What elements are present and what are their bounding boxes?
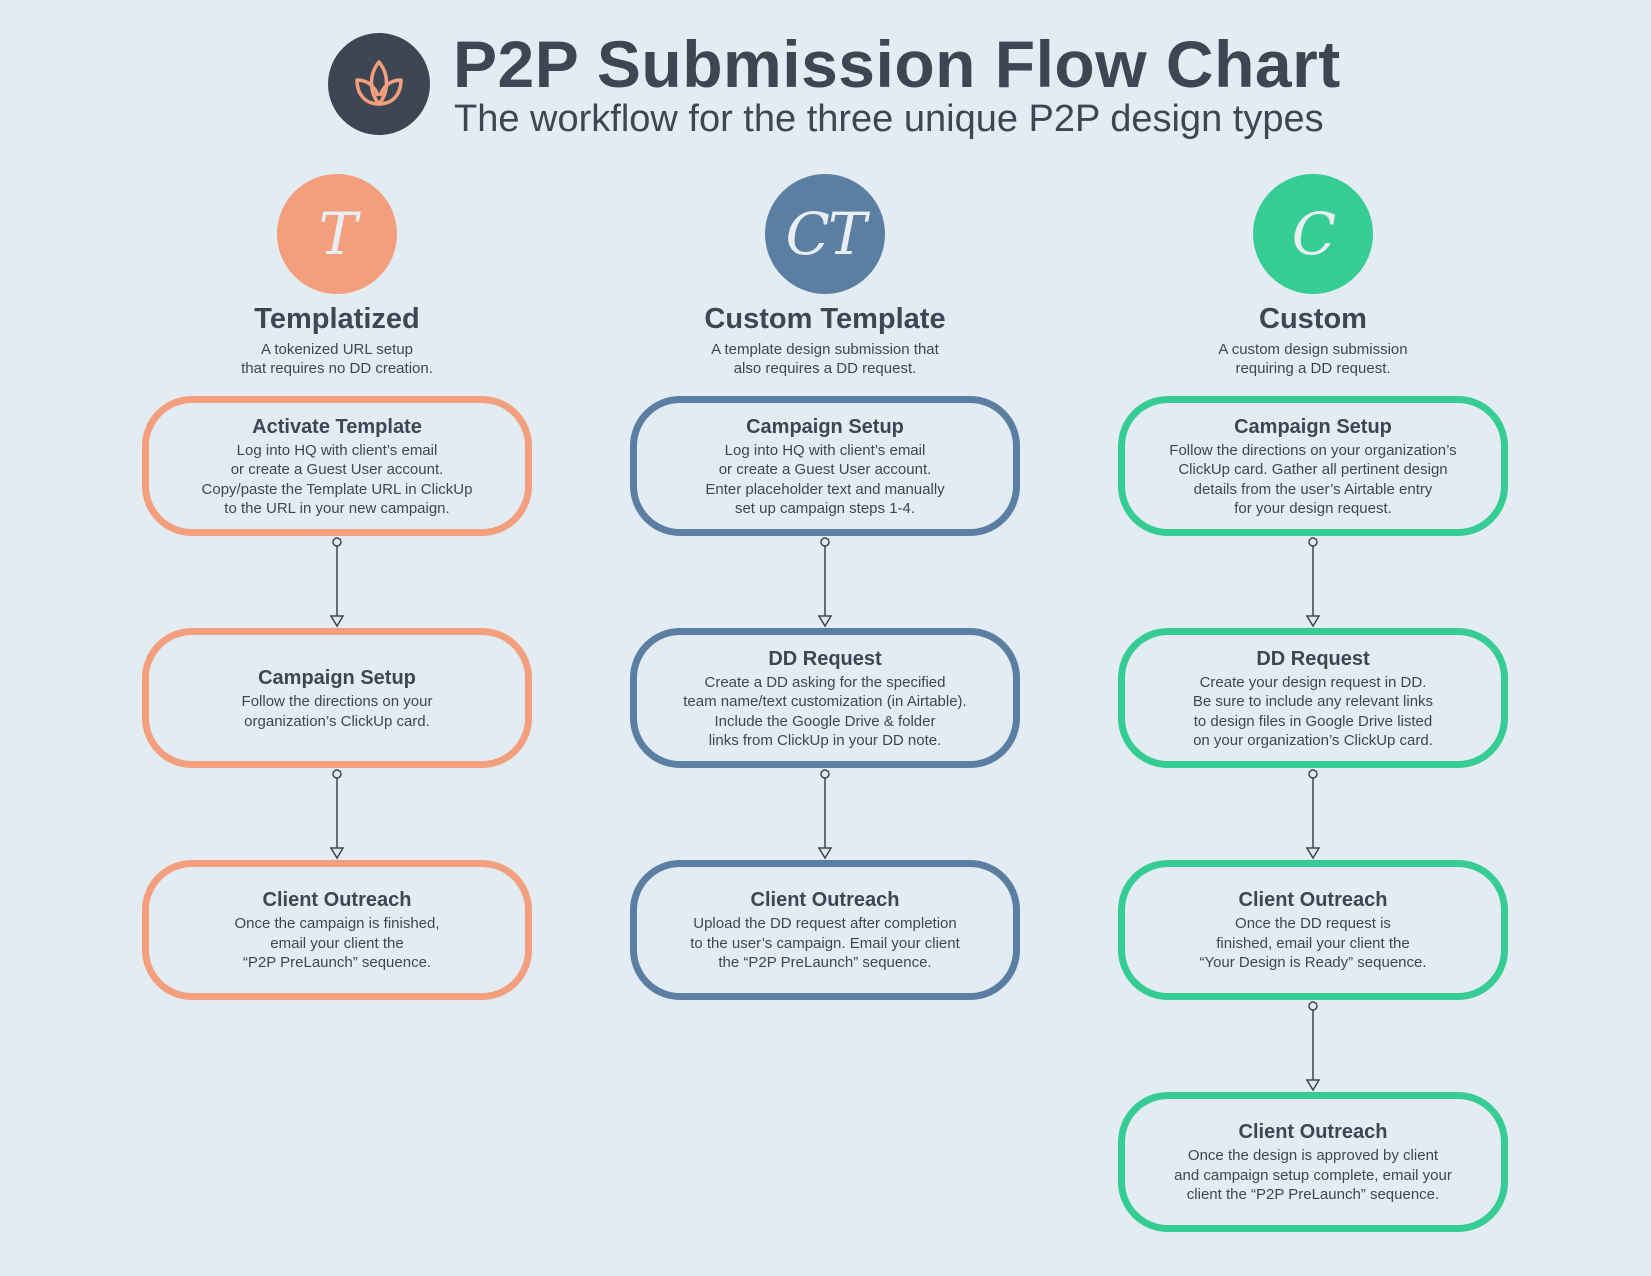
page-subtitle: The workflow for the three unique P2P de… [454, 98, 1324, 140]
flow-arrow [1118, 768, 1508, 860]
flow-arrow [1118, 536, 1508, 628]
step-box-client-outreach: Client Outreach Once the campaign is fin… [142, 860, 532, 1000]
step-box-dd-request: DD Request Create your design request in… [1118, 628, 1508, 768]
step-box-campaign-setup: Campaign Setup Follow the directions on … [1118, 396, 1508, 536]
column-title: Custom Template [704, 303, 946, 335]
flow-steps: Campaign Setup Log into HQ with client’s… [630, 396, 1020, 1000]
flow-arrow [1118, 1000, 1508, 1092]
step-title: Campaign Setup [746, 415, 904, 438]
step-text: Log into HQ with client’s email or creat… [705, 441, 945, 518]
column-templatized: T Templatized A tokenized URL setup that… [142, 174, 532, 1000]
step-text: Log into HQ with client’s email or creat… [201, 441, 473, 518]
step-box-activate-template: Activate Template Log into HQ with clien… [142, 396, 532, 536]
step-text: Once the design is approved by client an… [1174, 1147, 1452, 1204]
column-description: A custom design submission requiring a D… [1218, 341, 1408, 377]
step-title: Client Outreach [1238, 1121, 1388, 1144]
step-title: Client Outreach [1238, 889, 1388, 912]
step-title: Client Outreach [262, 889, 412, 912]
flow-arrow [630, 536, 1020, 628]
flow-arrow [142, 536, 532, 628]
step-title: Client Outreach [750, 889, 900, 912]
templatized-badge-icon: T [277, 174, 397, 294]
flow-arrow [142, 768, 532, 860]
step-title: Campaign Setup [258, 667, 416, 689]
step-box-client-outreach-final: Client Outreach Once the design is appro… [1118, 1092, 1508, 1232]
step-title: DD Request [1256, 647, 1370, 670]
step-box-dd-request: DD Request Create a DD asking for the sp… [630, 628, 1020, 768]
column-description: A template design submission that also r… [711, 341, 939, 377]
step-text: Follow the directions on your organizati… [1169, 441, 1457, 518]
flow-arrow [630, 768, 1020, 860]
flow-steps: Campaign Setup Follow the directions on … [1118, 396, 1508, 1232]
lotus-logo-icon [328, 33, 430, 135]
step-text: Follow the directions on your organizati… [241, 693, 433, 730]
step-box-campaign-setup: Campaign Setup Log into HQ with client’s… [630, 396, 1020, 536]
step-text: Create your design request in DD. Be sur… [1192, 673, 1434, 750]
page-title: P2P Submission Flow Chart [453, 27, 1341, 101]
column-title: Custom [1259, 303, 1367, 335]
step-box-client-outreach: Client Outreach Once the DD request is f… [1118, 860, 1508, 1000]
custom-badge-icon: C [1253, 174, 1373, 294]
column-description: A tokenized URL setup that requires no D… [241, 341, 433, 377]
step-title: Campaign Setup [1234, 415, 1392, 438]
step-text: Once the DD request is finished, email y… [1199, 915, 1427, 972]
step-box-client-outreach: Client Outreach Upload the DD request af… [630, 860, 1020, 1000]
step-title: DD Request [768, 647, 882, 670]
column-title: Templatized [254, 303, 420, 335]
step-text: Upload the DD request after completion t… [690, 915, 960, 972]
flow-steps: Activate Template Log into HQ with clien… [142, 396, 532, 1000]
step-title: Activate Template [252, 415, 422, 438]
column-custom-template: CT Custom Template A template design sub… [630, 174, 1020, 1000]
step-box-campaign-setup: Campaign Setup Follow the directions on … [142, 628, 532, 768]
column-custom: C Custom A custom design submission requ… [1118, 174, 1508, 1232]
header: P2P Submission Flow Chart The workflow f… [328, 27, 1340, 148]
custom-template-badge-icon: CT [765, 174, 885, 294]
step-text: Once the campaign is finished, email you… [234, 915, 440, 972]
step-text: Create a DD asking for the specified tea… [683, 673, 967, 750]
